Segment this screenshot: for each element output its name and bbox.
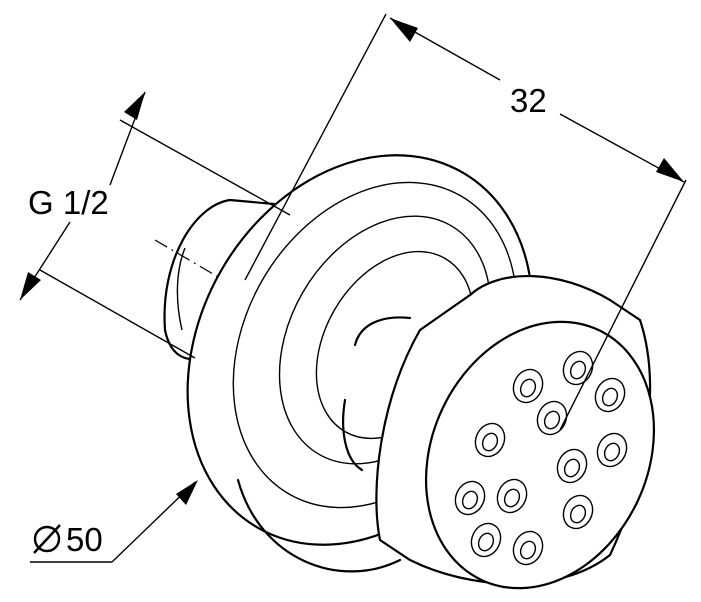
nozzle	[496, 478, 528, 514]
nozzle	[562, 494, 594, 530]
diameter-value: 50	[66, 521, 103, 558]
dimension-thread	[19, 91, 291, 359]
diameter-symbol-icon	[33, 524, 61, 554]
depth-dimension-label: 32	[510, 82, 547, 119]
nozzle	[470, 522, 502, 558]
dimension-diameter	[30, 480, 198, 563]
nozzle	[512, 530, 544, 566]
nozzle	[596, 432, 628, 468]
neck	[342, 316, 412, 472]
diameter-dimension-label: 50	[30, 523, 103, 556]
nozzle-group	[454, 350, 628, 566]
nozzle	[536, 400, 568, 436]
nozzle	[512, 368, 544, 404]
nozzle	[562, 350, 594, 386]
thread-dimension-label: G 1/2	[28, 184, 109, 221]
nozzle	[556, 448, 588, 484]
dimension-32	[244, 13, 687, 431]
nozzle	[474, 422, 506, 458]
nozzle	[594, 377, 626, 413]
nozzle	[454, 480, 486, 516]
